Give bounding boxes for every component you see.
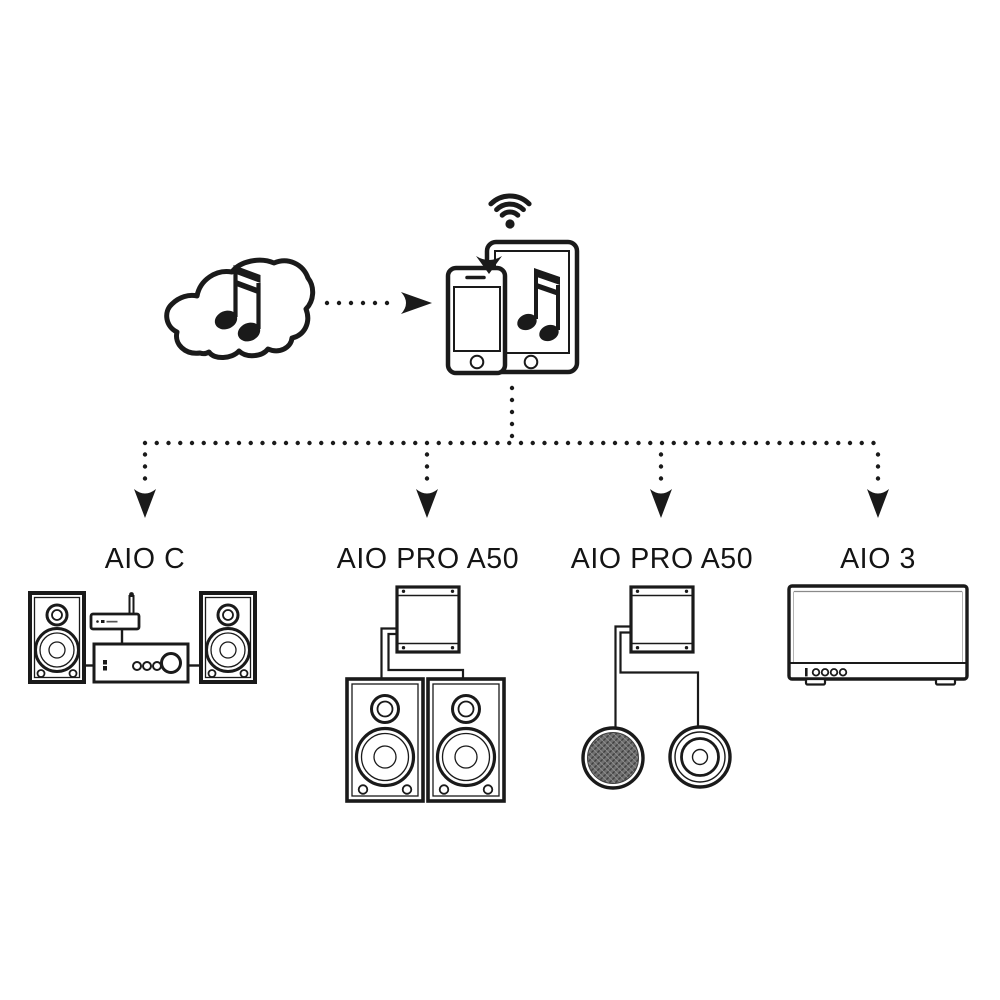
speaker-foot	[934, 677, 957, 686]
amp-module-icon	[395, 585, 461, 654]
amp-bookshelf-speakers-icon	[345, 585, 506, 803]
bookshelf-speaker-icon	[426, 677, 506, 803]
product-label-aio-c: AIO C	[105, 543, 186, 575]
amp-module-icon	[629, 585, 695, 654]
bookshelf-speaker-icon	[345, 677, 425, 803]
dotted-arrow-right-icon	[324, 292, 432, 314]
dotted-branch-tree-icon	[134, 385, 889, 518]
music-note-icon	[214, 265, 261, 342]
wifi-router-icon	[89, 592, 141, 631]
product-label-aio-pro-a50-1: AIO PRO A50	[337, 543, 519, 575]
cloud-outline	[164, 257, 316, 360]
bookshelf-speaker-icon	[199, 591, 257, 684]
down-dart-arrow-icon	[476, 256, 502, 274]
mini-hifi-system-icon	[28, 591, 257, 684]
ceiling-speaker-grille-icon	[581, 726, 645, 790]
ceiling-speaker-cone-icon	[668, 725, 732, 789]
phone-icon	[445, 265, 508, 376]
speaker-foot	[804, 677, 827, 686]
amplifier-icon	[92, 642, 190, 684]
wifi-icon	[488, 193, 532, 229]
tablet-music-note-icon	[517, 268, 560, 342]
product-label-aio-pro-a50-2: AIO PRO A50	[571, 543, 753, 575]
cloud-music-icon	[164, 257, 316, 360]
branch-arrow-2	[416, 452, 438, 518]
product-label-aio-3: AIO 3	[840, 543, 916, 575]
all-in-one-speaker-icon	[787, 584, 969, 686]
phone-and-tablet-icon	[445, 193, 580, 376]
bookshelf-speaker-icon	[28, 591, 86, 684]
branch-arrow-4	[867, 452, 889, 518]
amp-ceiling-speakers-icon	[581, 585, 732, 790]
branch-arrow-3	[650, 452, 672, 518]
branch-arrow-1	[134, 452, 156, 518]
control-buttons	[805, 668, 848, 677]
tablet-icon	[484, 239, 580, 375]
